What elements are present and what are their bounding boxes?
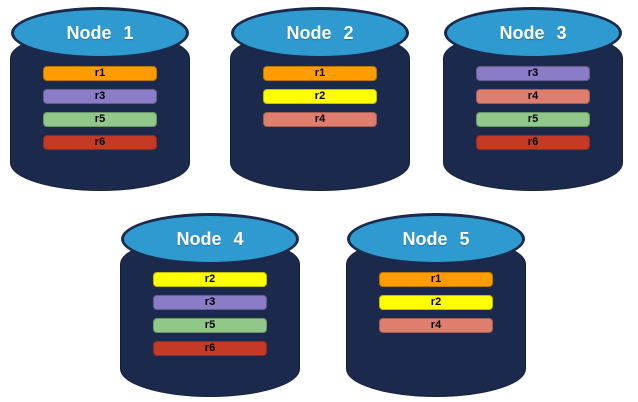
- replica-bar: r5: [476, 112, 590, 127]
- node-5-cylinder: Node 5 r1 r2 r4: [346, 212, 526, 397]
- replica-bar: r6: [43, 135, 157, 150]
- replica-bar: r3: [43, 89, 157, 104]
- replica-bar: r1: [263, 66, 377, 81]
- cylinder-top: Node 1: [11, 7, 189, 59]
- node-3-cylinder: Node 3 r3 r4 r5 r6: [443, 6, 623, 191]
- replica-bar: r2: [263, 89, 377, 104]
- replica-bar: r1: [379, 272, 493, 287]
- replica-bar: r5: [153, 318, 267, 333]
- replica-bar: r5: [43, 112, 157, 127]
- replica-list: r1 r2 r4: [346, 272, 526, 333]
- replica-bar: r4: [379, 318, 493, 333]
- node-title: Node 3: [499, 22, 567, 43]
- node-title: Node 2: [286, 22, 354, 43]
- replica-list: r3 r4 r5 r6: [443, 66, 623, 150]
- node-title: Node 1: [66, 22, 134, 43]
- replica-bar: r4: [476, 89, 590, 104]
- replica-bar: r6: [153, 341, 267, 356]
- node-title: Node 5: [402, 228, 470, 249]
- cylinder-top: Node 3: [444, 7, 622, 59]
- cylinder-top: Node 2: [231, 7, 409, 59]
- node-1-cylinder: Node 1 r1 r3 r5 r6: [10, 6, 190, 191]
- replica-bar: r3: [153, 295, 267, 310]
- replica-bar: r6: [476, 135, 590, 150]
- replica-list: r1 r3 r5 r6: [10, 66, 190, 150]
- cylinder-top: Node 5: [347, 213, 525, 265]
- replica-bar: r3: [476, 66, 590, 81]
- node-4-cylinder: Node 4 r2 r3 r5 r6: [120, 212, 300, 397]
- replica-list: r2 r3 r5 r6: [120, 272, 300, 356]
- cylinder-top: Node 4: [121, 213, 299, 265]
- node-title: Node 4: [176, 228, 244, 249]
- replica-bar: r2: [153, 272, 267, 287]
- node-2-cylinder: Node 2 r1 r2 r4: [230, 6, 410, 191]
- replica-list: r1 r2 r4: [230, 66, 410, 127]
- replica-bar: r2: [379, 295, 493, 310]
- replica-bar: r1: [43, 66, 157, 81]
- replica-bar: r4: [263, 112, 377, 127]
